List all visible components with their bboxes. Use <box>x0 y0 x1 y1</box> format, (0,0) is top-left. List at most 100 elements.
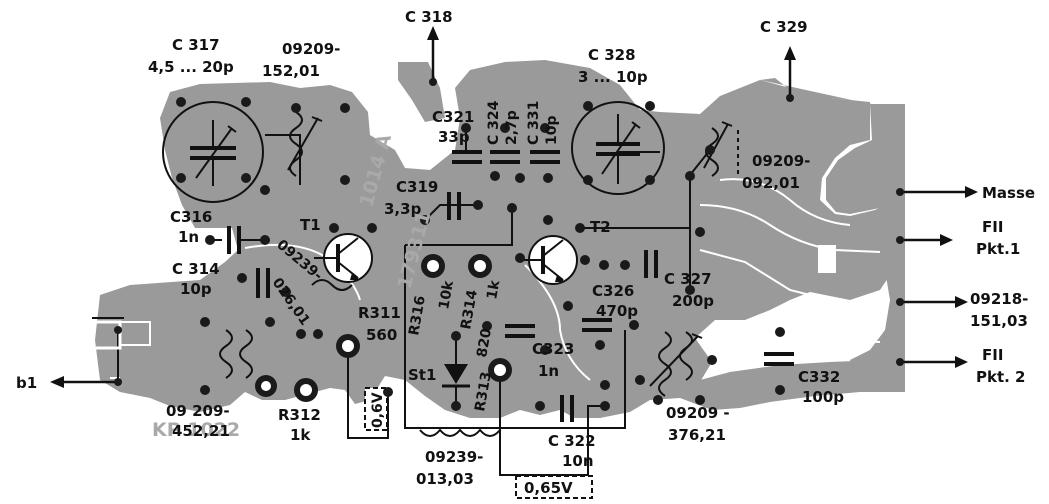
pad-small <box>200 317 210 327</box>
wire-c319 <box>424 204 478 221</box>
c327-label: C 327 <box>664 270 712 288</box>
pad-small <box>296 329 306 339</box>
pad-small <box>461 123 471 133</box>
pad-small <box>635 375 645 385</box>
trimmer-c317 <box>162 101 264 203</box>
pad-big-r313 <box>488 358 512 382</box>
pad-small <box>600 401 610 411</box>
capacitor-c322 <box>560 395 574 422</box>
pad-small <box>490 171 500 181</box>
coil-09209-376-label-a: 09209 - <box>666 404 730 422</box>
pad-small <box>176 173 186 183</box>
c332-label: C332 <box>798 368 840 386</box>
coil-09239-013-label-a: 09239- <box>425 448 483 466</box>
copper-bottom-right <box>680 360 905 410</box>
r316-label: R316 <box>406 295 429 337</box>
pad-small <box>176 97 186 107</box>
pad-small <box>695 395 705 405</box>
pad-small <box>645 101 655 111</box>
white-trace-5 <box>120 321 151 346</box>
c326-label: C326 <box>592 282 634 300</box>
arrow-f2pkt2-head <box>955 356 968 368</box>
coil-09209-376 <box>649 331 703 397</box>
pad-layer <box>114 97 785 411</box>
pad-small <box>600 380 610 390</box>
pad-small <box>383 387 393 397</box>
capacitor-c314 <box>256 268 270 298</box>
coil-09218-151-label-b: 151,03 <box>970 312 1028 330</box>
voltage-box-065v <box>515 475 593 499</box>
trimmer-c328 <box>571 101 665 195</box>
c317-label: C 317 <box>172 36 220 54</box>
pad-c329 <box>786 94 794 102</box>
c321-label: C321 <box>432 108 474 126</box>
white-trace-1 <box>699 249 831 301</box>
pad-small <box>653 395 663 405</box>
pad-small <box>685 171 695 181</box>
copper-right-top <box>760 78 900 214</box>
r312-value: 1k <box>290 426 311 444</box>
pad-small <box>540 123 550 133</box>
wire-loop-st1 <box>404 245 626 429</box>
white-notch <box>818 245 836 273</box>
pad-small <box>629 320 639 330</box>
pad-small <box>583 175 593 185</box>
pad-small <box>707 355 717 365</box>
f2-pkt2-label-b: Pkt. 2 <box>976 368 1026 386</box>
r311-value: 560 <box>366 326 397 344</box>
coil-09209-376-label-b: 376,21 <box>668 426 726 444</box>
c329-label: C 329 <box>760 18 808 36</box>
pad-small <box>241 97 251 107</box>
transistor-t1 <box>314 233 373 283</box>
arrow-c329-head <box>784 46 796 60</box>
capacitor-c327 <box>644 250 658 278</box>
transistor-t2 <box>519 235 578 285</box>
pad-small <box>420 215 430 225</box>
t2-label: T2 <box>590 218 611 236</box>
pad-small <box>200 385 210 395</box>
kp-mark-label: KP 1022 <box>152 419 240 441</box>
pad-small <box>367 223 377 233</box>
pad-small <box>705 145 715 155</box>
wire-c317-coil <box>265 134 301 185</box>
arrow-09218-head <box>955 296 968 308</box>
pad-small <box>575 223 585 233</box>
arrow-masse-head <box>965 186 978 198</box>
r312-label: R312 <box>278 406 321 424</box>
white-trace-4 <box>744 337 881 346</box>
white-trace-7 <box>524 264 591 381</box>
capacitor-c319 <box>447 192 461 220</box>
c323-label: C323 <box>532 340 574 358</box>
pad-small <box>340 175 350 185</box>
coil-09218-151-label-a: 09218- <box>970 290 1028 308</box>
c332-value: 100p <box>802 388 844 406</box>
f2-pkt1-label-a: FII <box>982 218 1003 236</box>
voltage-065v-label: 0,65V <box>524 479 573 497</box>
pad-small <box>595 340 605 350</box>
c331-label: C 331 <box>526 101 542 145</box>
pad-small <box>563 301 573 311</box>
c322-label: C 322 <box>548 432 596 450</box>
capacitor-c321 <box>452 150 482 164</box>
r316-value: 10k <box>436 279 457 311</box>
pad-small <box>281 287 291 297</box>
pad-small <box>515 253 525 263</box>
pad-small <box>580 255 590 265</box>
b1-label: b1 <box>16 374 37 392</box>
c316-value: 1n <box>178 228 199 246</box>
voltage-boxes <box>364 387 593 499</box>
coil-09209-452-label-b: 452,21 <box>172 422 230 440</box>
coil-09239-013-label-b: 013,03 <box>416 470 474 488</box>
output-arrows <box>50 26 978 388</box>
coil-09239-026 <box>311 279 353 291</box>
pad-small <box>114 378 122 386</box>
c331-value: 10p <box>544 115 560 145</box>
copper-layer <box>95 60 905 418</box>
pad-small <box>291 103 301 113</box>
c324-label: C 324 <box>486 100 502 145</box>
pad-small <box>599 260 609 270</box>
pad-small <box>313 329 323 339</box>
pad-small <box>237 273 247 283</box>
pad-small <box>685 285 695 295</box>
